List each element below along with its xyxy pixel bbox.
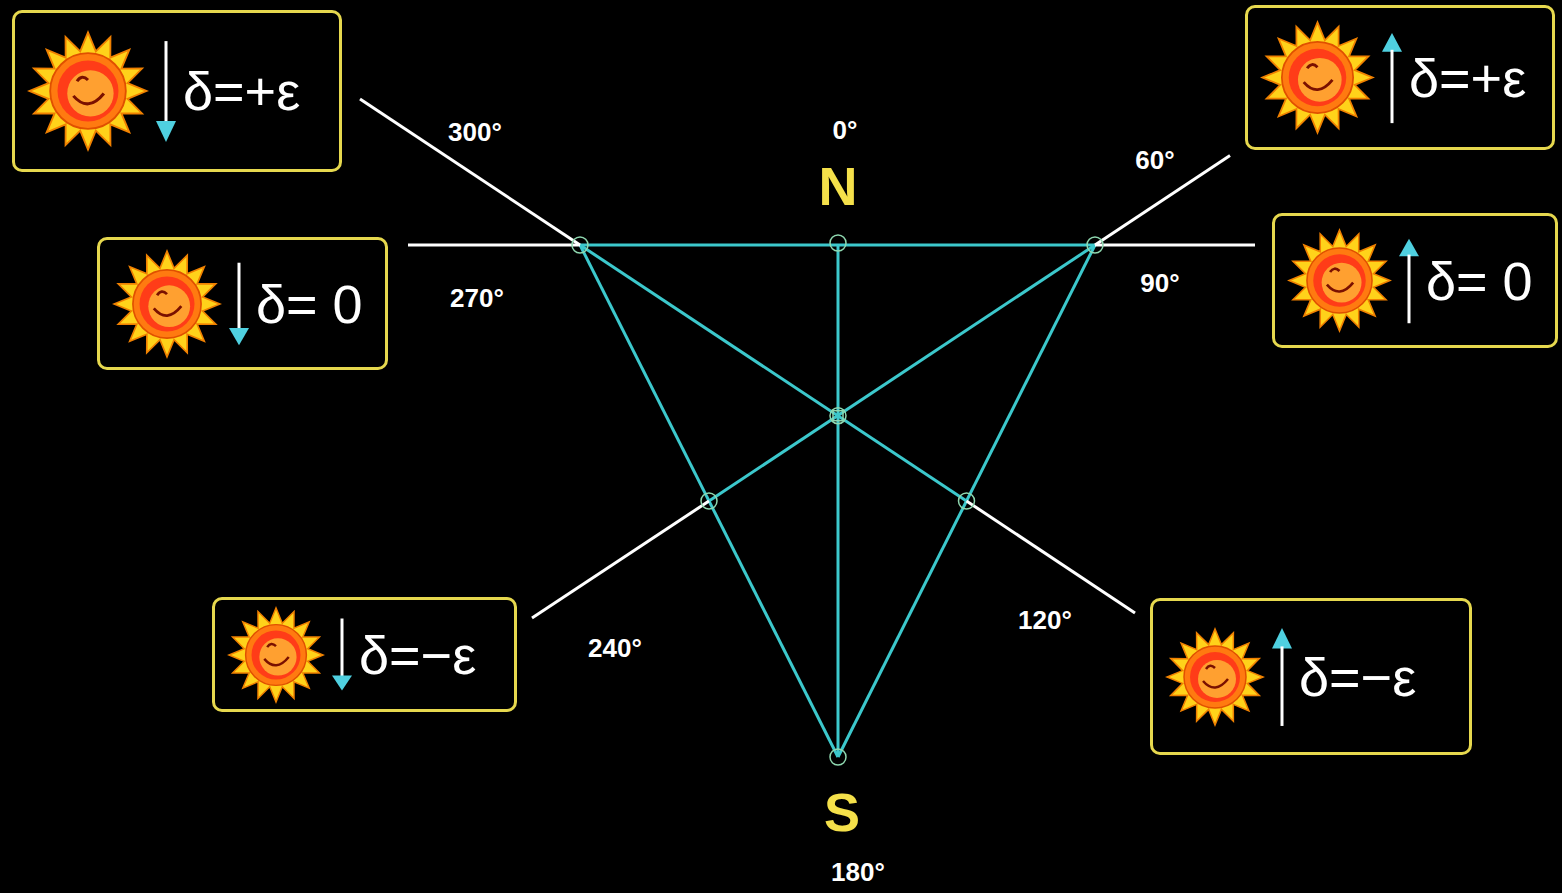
declination-text: δ=+ε <box>183 64 300 118</box>
point-marker <box>572 237 588 253</box>
compass-letter: N <box>819 159 858 213</box>
direction-arrow <box>229 262 249 345</box>
sun-icon <box>1262 22 1372 132</box>
angle-label: 90° <box>1140 270 1179 296</box>
sun-icon <box>1287 228 1392 333</box>
direction-arrow <box>1396 237 1422 325</box>
white-line <box>532 501 709 618</box>
sun-icon <box>1260 20 1375 135</box>
cyan-line <box>709 245 1095 501</box>
declination-text: δ=+ε <box>1409 51 1526 105</box>
sun-icon <box>29 32 146 149</box>
point-marker <box>830 408 846 424</box>
sun-icon <box>112 249 222 359</box>
direction-arrow <box>153 39 179 144</box>
point-marker <box>830 749 846 765</box>
sun-icon <box>229 607 323 701</box>
declination-text: δ=−ε <box>359 628 476 682</box>
declination-text: δ= 0 <box>1426 254 1533 308</box>
sun-icon <box>1289 230 1390 331</box>
direction-arrow <box>156 41 176 142</box>
sun-icon <box>1165 627 1265 727</box>
declination-text: δ=−ε <box>1299 650 1416 704</box>
direction-arrow <box>1269 626 1295 728</box>
direction-arrow <box>226 261 252 347</box>
point-marker <box>833 411 843 421</box>
point-marker <box>830 235 846 251</box>
direction-arrow <box>332 619 352 691</box>
point-marker <box>959 493 975 509</box>
declination-text: δ= 0 <box>256 277 363 331</box>
angle-label: 270° <box>450 285 504 311</box>
white-line <box>360 99 580 245</box>
cyan-line <box>837 245 840 757</box>
angle-label: 0° <box>833 117 858 143</box>
direction-arrow <box>329 617 355 692</box>
sun-icon <box>227 606 325 704</box>
direction-arrow <box>1272 628 1292 726</box>
direction-arrow <box>1379 31 1405 125</box>
direction-arrow <box>1399 238 1419 322</box>
sun-box: δ= 0 <box>97 237 388 370</box>
cyan-line <box>580 245 967 501</box>
angle-label: 240° <box>588 635 642 661</box>
white-line <box>967 501 1136 613</box>
direction-arrow <box>1382 32 1402 122</box>
white-line <box>408 244 580 247</box>
angle-label: 60° <box>1135 147 1174 173</box>
sun-box: δ= 0 <box>1272 213 1558 348</box>
point-marker <box>1087 237 1103 253</box>
point-marker <box>701 493 717 509</box>
sun-box: δ=+ε <box>1245 5 1555 150</box>
white-line <box>1095 244 1255 247</box>
sun-icon <box>114 251 220 357</box>
compass-letter: S <box>824 785 860 839</box>
angle-label: 300° <box>448 119 502 145</box>
sun-icon <box>27 30 149 152</box>
sun-box: δ=+ε <box>12 10 342 172</box>
sun-icon <box>1167 629 1263 725</box>
sun-box: δ=−ε <box>1150 598 1472 755</box>
sun-box: δ=−ε <box>212 597 517 712</box>
angle-label: 120° <box>1018 607 1072 633</box>
angle-label: 180° <box>831 859 885 885</box>
